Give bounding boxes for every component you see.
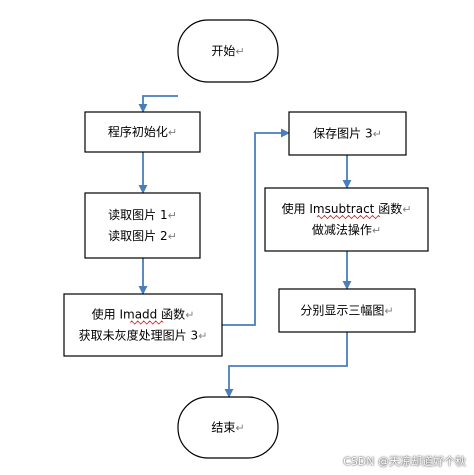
node-init: 程序初始化↵ xyxy=(84,111,201,153)
paragraph-mark-icon: ↵ xyxy=(402,203,411,216)
node-imsub-label-1: 使用 Imsubtract 函数↵ xyxy=(282,201,412,216)
edges-layer xyxy=(138,95,352,398)
spellcheck-underline xyxy=(316,214,381,220)
edge-start-init xyxy=(138,95,178,113)
spellcheck-underline xyxy=(129,320,164,325)
node-end-label-1: 结束↵ xyxy=(211,421,244,435)
paragraph-mark-icon: ↵ xyxy=(384,304,393,317)
node-read-label-1: 读取图片 1↵ xyxy=(108,208,177,222)
node-imadd-label-2: 获取未灰度处理图片 3↵ xyxy=(79,328,208,343)
node-read-label-2: 读取图片 2↵ xyxy=(108,229,177,243)
edge-show-end xyxy=(224,332,348,398)
node-imsub: 使用 Imsubtract 函数↵ 做减法操作↵ xyxy=(264,187,429,252)
node-read-shape xyxy=(84,192,201,259)
node-init-label-1: 程序初始化↵ xyxy=(108,124,177,139)
node-start-label-1: 开始↵ xyxy=(211,44,244,58)
nodes-layer: 开始↵ 程序初始化↵ 读取图片 1↵ 读取图片 2↵ 使用 Imadd 函数↵ 获取未灰度… xyxy=(63,19,429,459)
paragraph-mark-icon: ↵ xyxy=(185,308,194,321)
node-imadd-shape xyxy=(63,293,223,357)
paragraph-mark-icon: ↵ xyxy=(373,127,382,140)
paragraph-mark-icon: ↵ xyxy=(235,421,244,434)
node-show: 分别显示三幅图↵ xyxy=(278,288,416,333)
paragraph-mark-icon: ↵ xyxy=(168,209,177,222)
node-end-shape xyxy=(177,396,279,459)
node-read: 读取图片 1↵ 读取图片 2↵ xyxy=(84,192,201,259)
node-imadd: 使用 Imadd 函数↵ 获取未灰度处理图片 3↵ xyxy=(63,293,223,357)
node-save-label-1: 保存图片 3↵ xyxy=(313,127,382,141)
node-start: 开始↵ xyxy=(177,19,279,83)
watermark: CSDN @天凉却道好个秋 xyxy=(343,455,466,468)
paragraph-mark-icon: ↵ xyxy=(235,45,244,58)
node-imsub-shape xyxy=(264,187,429,252)
node-start-shape xyxy=(177,19,279,83)
node-imsub-label-2: 做减法操作↵ xyxy=(312,222,381,237)
node-save-shape xyxy=(288,111,407,156)
paragraph-mark-icon: ↵ xyxy=(168,126,177,139)
paragraph-mark-icon: ↵ xyxy=(198,329,207,342)
node-show-label-1: 分别显示三幅图↵ xyxy=(300,303,393,318)
paragraph-mark-icon: ↵ xyxy=(372,224,381,237)
paragraph-mark-icon: ↵ xyxy=(168,230,177,243)
node-show-shape xyxy=(278,288,416,333)
node-imadd-label-1: 使用 Imadd 函数↵ xyxy=(92,307,195,322)
node-save: 保存图片 3↵ xyxy=(288,111,407,156)
edge-imadd-save xyxy=(222,128,290,326)
node-init-shape xyxy=(84,111,201,153)
node-end: 结束↵ xyxy=(177,396,279,459)
